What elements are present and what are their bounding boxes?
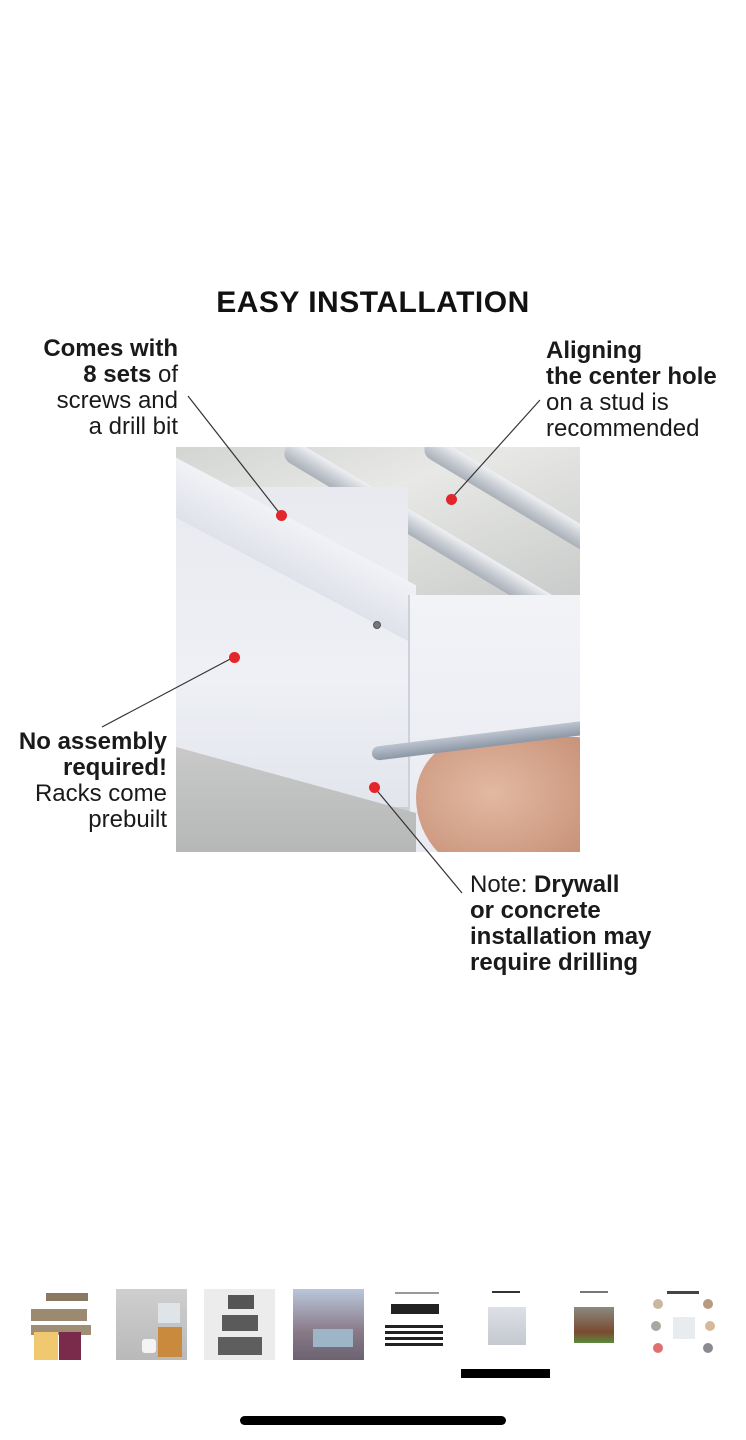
thumbnail-4[interactable]: DIMENSIONS & WEIGHT: [381, 1289, 452, 1360]
home-indicator[interactable]: [240, 1416, 506, 1425]
marker-dot: [229, 652, 240, 663]
center-hole: [373, 621, 381, 629]
marker-dot: [369, 782, 380, 793]
thumbnail-1[interactable]: Bathroom lifestyle image: [116, 1289, 187, 1360]
marker-dot: [276, 510, 287, 521]
thumbnail-6[interactable]: Features diagram: [558, 1289, 629, 1360]
selected-thumbnail-indicator: [461, 1369, 550, 1378]
thumbnail-0[interactable]: Wall-mounted drying rack product image: [27, 1289, 98, 1360]
callout-screws: Comes with 8 sets of screws and a drill …: [43, 335, 178, 440]
product-image-viewer[interactable]: EASY INSTALLATION Comes with 8 sets of s…: [0, 0, 746, 1240]
thumbnail-5-selected[interactable]: EASY INSTALLATION: [470, 1289, 541, 1360]
callout-center-hole: Aligning the center hole on a stud is re…: [546, 337, 717, 442]
thumbnail-strip: Wall-mounted drying rack product image B…: [0, 1289, 746, 1361]
hand: [416, 737, 580, 852]
marker-dot: [446, 494, 457, 505]
thumbnail-7[interactable]: GREAT FOR BOTH INDOORS & OUTDOORS: [647, 1289, 718, 1360]
thumbnail-2[interactable]: Three rack sizes: [204, 1289, 275, 1360]
thumbnail-3[interactable]: Rooftop patio lifestyle image: [293, 1289, 364, 1360]
image-title: EASY INSTALLATION: [216, 286, 530, 319]
callout-no-assembly: No assembly required! Racks come prebuil…: [18, 728, 167, 833]
callout-drilling-note: Note: Drywall or concrete installation m…: [470, 871, 652, 976]
